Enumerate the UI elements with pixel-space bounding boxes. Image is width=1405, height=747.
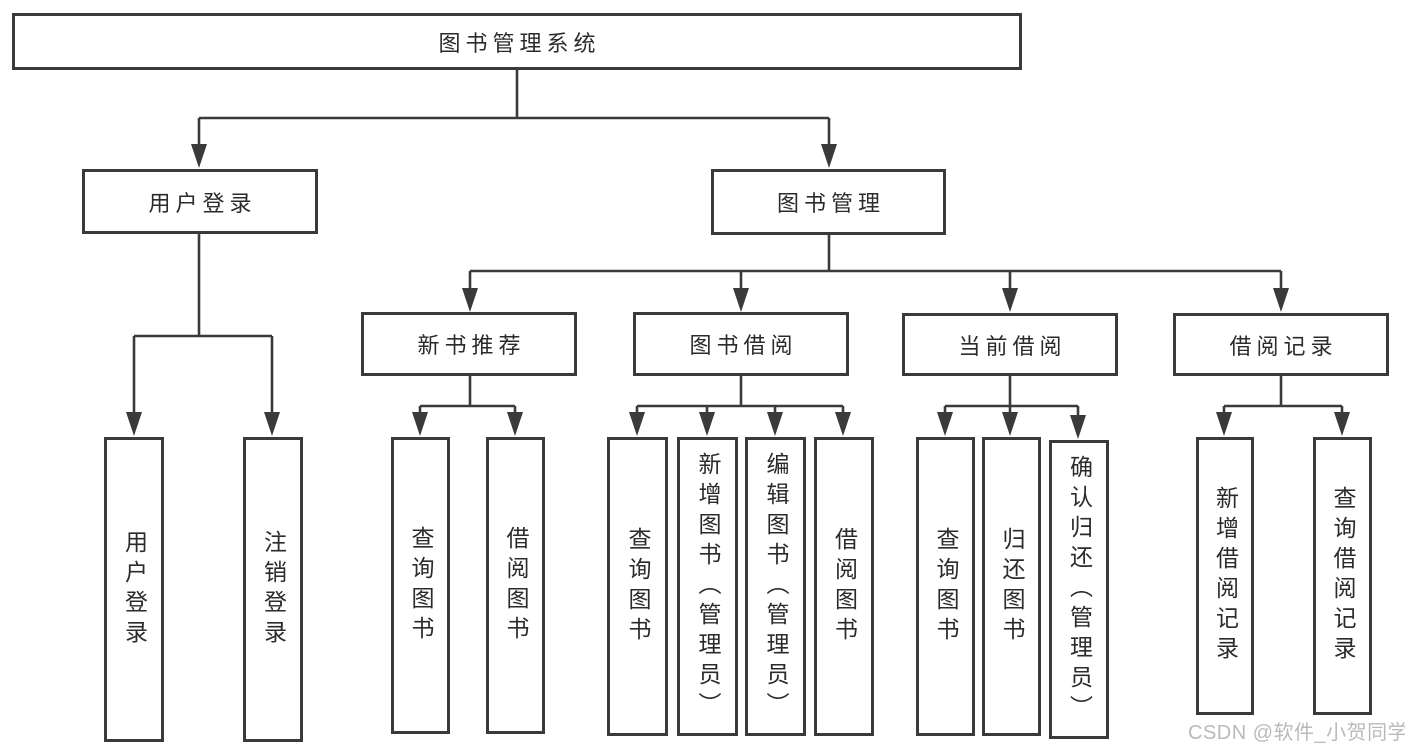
leaf-query-book-recommend: 查询图书 <box>391 437 450 734</box>
leaf-user-login: 用户登录 <box>104 437 164 742</box>
csdn-watermark: CSDN @软件_小贺同学 <box>1188 722 1405 744</box>
node-borrow-records-label: 借阅记录 <box>1229 333 1338 359</box>
node-new-book-recommend: 新书推荐 <box>361 312 577 376</box>
node-root-system: 图书管理系统 <box>12 13 1022 70</box>
node-user-login-label: 用户登录 <box>148 190 257 216</box>
node-root-system-label: 图书管理系统 <box>438 30 601 56</box>
leaf-query-book-current: 查询图书 <box>916 437 975 736</box>
node-book-borrow: 图书借阅 <box>633 312 849 376</box>
node-borrow-records: 借阅记录 <box>1173 313 1389 376</box>
node-new-book-recommend-label: 新书推荐 <box>417 333 526 358</box>
leaf-query-book-borrow: 查询图书 <box>607 437 668 736</box>
node-user-login: 用户登录 <box>82 169 318 234</box>
node-book-management-label: 图书管理 <box>776 191 885 216</box>
node-book-management: 图书管理 <box>711 169 946 235</box>
leaf-borrow-book: 借阅图书 <box>814 437 874 736</box>
node-current-borrow-label: 当前借阅 <box>958 333 1067 359</box>
leaf-logout-login: 注销登录 <box>243 437 303 742</box>
leaf-edit-book-admin: 编辑图书（管理员） <box>745 437 806 736</box>
leaf-return-book: 归还图书 <box>982 437 1041 736</box>
leaf-confirm-return-admin: 确认归还（管理员） <box>1049 440 1109 739</box>
node-current-borrow: 当前借阅 <box>902 313 1118 376</box>
leaf-add-book-admin: 新增图书（管理员） <box>677 437 738 736</box>
leaf-borrow-book-recommend: 借阅图书 <box>486 437 545 734</box>
arrowheads <box>126 144 1350 439</box>
node-book-borrow-label: 图书借阅 <box>689 333 798 358</box>
leaf-query-borrow-record: 查询借阅记录 <box>1313 437 1372 715</box>
leaf-add-borrow-record: 新增借阅记录 <box>1196 437 1254 715</box>
